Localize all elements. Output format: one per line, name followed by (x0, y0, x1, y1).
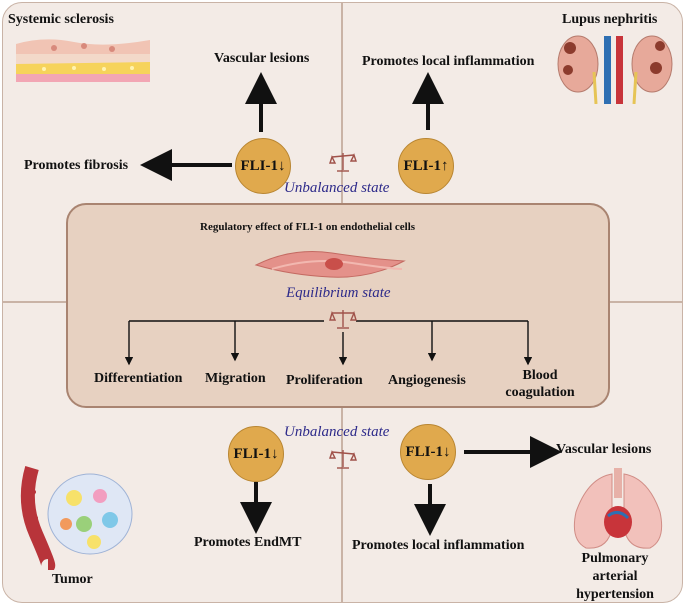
balance-scale-icon (329, 153, 357, 172)
function-branches (124, 320, 533, 366)
pah-title-line: arterial (592, 569, 638, 584)
fli1-down-circle: FLI-1↓ (228, 426, 284, 482)
vascular-lesions-label: Vascular lesions (214, 51, 310, 66)
fli1-down-circle: FLI-1↓ (235, 138, 291, 194)
function-differentiation: Differentiation (94, 371, 183, 386)
pah-title: Pulmonary arterial hypertension (558, 550, 672, 604)
fli1-down-circle: FLI-1↓ (400, 424, 456, 480)
fli1-up-circle: FLI-1↑ (398, 138, 454, 194)
endothelial-cell-icon (254, 251, 406, 278)
function-angiogenesis: Angiogenesis (388, 373, 466, 388)
tumor-vessel-icon (20, 466, 133, 570)
promotes-fibrosis-label: Promotes fibrosis (24, 158, 129, 173)
promotes-endmt-label: Promotes EndMT (194, 535, 302, 550)
unbalanced-state-label: Unbalanced state (284, 180, 390, 196)
center-box-title: Regulatory effect of FLI-1 on endothelia… (200, 221, 416, 233)
promotes-local-inflammation-label: Promotes local inflammation (352, 538, 525, 553)
balance-scale-icon (329, 450, 357, 469)
pah-title-line: hypertension (576, 587, 654, 602)
balance-scale-icon (329, 310, 357, 329)
function-blood-coagulation-line: Blood (522, 368, 558, 383)
kidney-icon (557, 35, 673, 104)
function-proliferation: Proliferation (286, 373, 363, 388)
pah-title-line: Pulmonary (581, 551, 649, 566)
tumor-title: Tumor (52, 572, 93, 587)
center-regulatory-box (66, 203, 610, 408)
function-blood-coagulation: Blood coagulation (500, 367, 580, 401)
function-blood-coagulation-line: coagulation (505, 385, 575, 400)
promotes-local-inflammation-label: Promotes local inflammation (362, 54, 535, 69)
systemic-sclerosis-title: Systemic sclerosis (8, 12, 114, 27)
equilibrium-state-label: Equilibrium state (286, 285, 391, 301)
lupus-nephritis-title: Lupus nephritis (562, 12, 658, 27)
function-migration: Migration (205, 371, 266, 386)
skin-tissue-icon (16, 39, 150, 82)
lungs-icon (573, 468, 663, 549)
unbalanced-state-label: Unbalanced state (284, 424, 390, 440)
vascular-lesions-label: Vascular lesions (556, 442, 652, 457)
